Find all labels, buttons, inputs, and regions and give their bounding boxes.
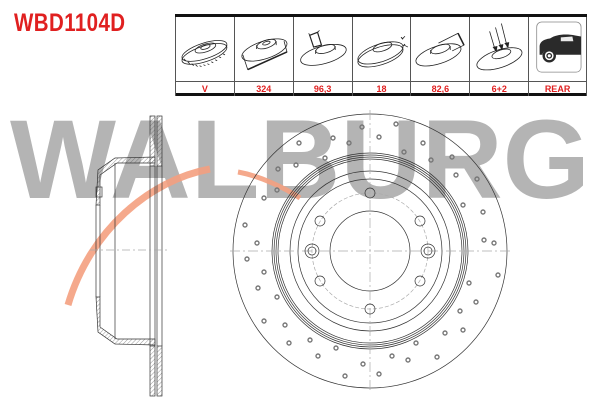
drill-holes	[242, 121, 501, 379]
outer-diameter-icon	[233, 17, 293, 81]
bolt-holes-icon	[469, 17, 528, 81]
brake-disc-drawing	[64, 110, 510, 397]
spec-value-holes: 6+2	[469, 81, 529, 96]
thickness-icon	[351, 17, 411, 81]
spec-table: V 324 96,3 18 82,6 6+2 REAR	[175, 14, 587, 96]
side-profile	[90, 115, 168, 397]
orange-swoosh	[64, 165, 302, 306]
height-icon	[410, 17, 469, 81]
spec-value-position: REAR	[528, 81, 587, 96]
part-code: WBD1104D	[14, 9, 126, 37]
vented-disc-icon	[175, 17, 234, 81]
spec-value-height: 82,6	[410, 81, 470, 96]
center-bore-icon	[292, 17, 352, 81]
disc-front-view	[230, 110, 510, 392]
spec-value-diameter: 324	[233, 81, 293, 96]
rear-car-icon	[528, 17, 587, 81]
spec-value-thickness: 18	[351, 81, 411, 96]
spec-value-type: V	[175, 81, 234, 96]
spec-value-center-bore: 96,3	[292, 81, 352, 96]
